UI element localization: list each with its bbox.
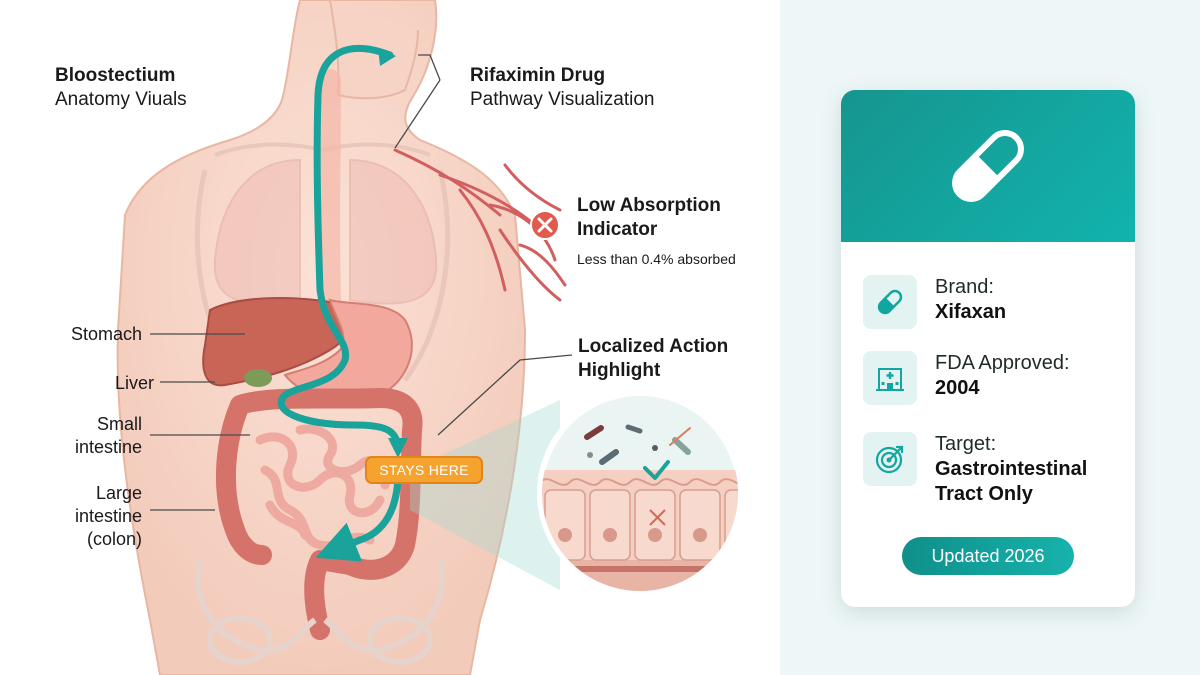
label-large-intestine-line-1: Large [95,483,142,503]
absorption-callout-line-1: Low Absorption [577,195,721,216]
target-icon-box [863,432,917,486]
gallbladder [244,369,272,387]
intestinal-wall-magnifier [537,390,743,596]
drug-info-card: Brand: Xifaxan FDA Approved: 2004 [841,90,1135,607]
magnifier-beam [410,400,560,590]
label-liver: Liver [114,373,154,393]
capsule-icon [952,130,1024,202]
target-label: Target: [935,433,997,455]
fda-icon-box [863,351,917,405]
action-callout-line-1: Localized Action [578,336,729,357]
label-small-intestine: Small intestine [40,413,142,459]
x-circle-icon [530,210,560,240]
label-stomach: Stomach [70,324,142,344]
absorption-callout: Low Absorption Indicator Less than 0.4% … [577,194,736,268]
label-small-intestine-line-2: intestine [74,437,142,457]
pathway-callout-line-1: Rifaximin Drug [470,65,606,86]
hospital-icon [876,368,904,391]
card-header [841,90,1135,242]
absorption-note: Less than 0.4% absorbed [577,251,736,267]
fda-label: FDA Approved: [935,352,1070,374]
esophagus [318,69,341,311]
pathway-arrowhead-mouth [378,48,396,66]
stays-here-badge: STAYS HERE [365,456,483,484]
label-small-intestine-line-1: Small [96,414,142,434]
fda-value: 2004 [935,377,980,399]
capsule-icon [877,289,903,315]
diagram-title: Bloostectium Anatomy Viuals [55,64,187,112]
absorption-callout-line-2: Indicator [577,219,658,240]
target-value-line-2: Tract Only [935,483,1033,505]
label-large-intestine: Large intestine (colon) [40,482,142,551]
action-callout: Localized Action Highlight [578,335,728,383]
updated-badge: Updated 2026 [902,537,1074,575]
label-large-intestine-line-2: intestine [74,506,142,526]
blood-vessels [393,148,567,302]
anatomy-illustration [116,0,743,675]
label-large-intestine-line-3: (colon) [86,529,142,549]
brand-icon-box [863,275,917,329]
brand-label: Brand: [935,276,994,298]
target-icon [875,445,904,474]
action-callout-line-2: Highlight [578,360,661,381]
pathway-callout: Rifaximin Drug Pathway Visualization [470,64,654,112]
pathway-arrowhead-colon [388,438,408,458]
lungs [213,158,438,305]
pelvis [194,559,446,665]
leader-lines [150,54,573,511]
diagram-title-line-2: Anatomy Viuals [55,89,187,110]
diagram-title-line-1: Bloostectium [55,65,176,86]
target-value-line-1: Gastrointestinal [935,458,1088,480]
pathway-callout-line-2: Pathway Visualization [470,89,655,110]
brand-value: Xifaxan [935,301,1007,323]
